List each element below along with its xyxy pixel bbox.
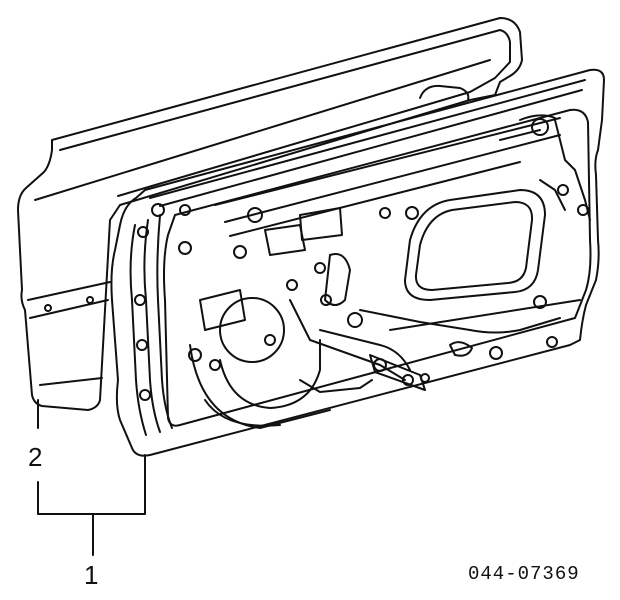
callout-label-door-assembly: 1 — [84, 560, 99, 590]
inner-door-frame — [110, 68, 605, 457]
callout-label-outer-panel: 2 — [28, 442, 43, 472]
part-code: 044-07369 — [468, 563, 580, 585]
outer-door-panel — [17, 17, 523, 411]
callout-leaders — [37, 399, 146, 556]
